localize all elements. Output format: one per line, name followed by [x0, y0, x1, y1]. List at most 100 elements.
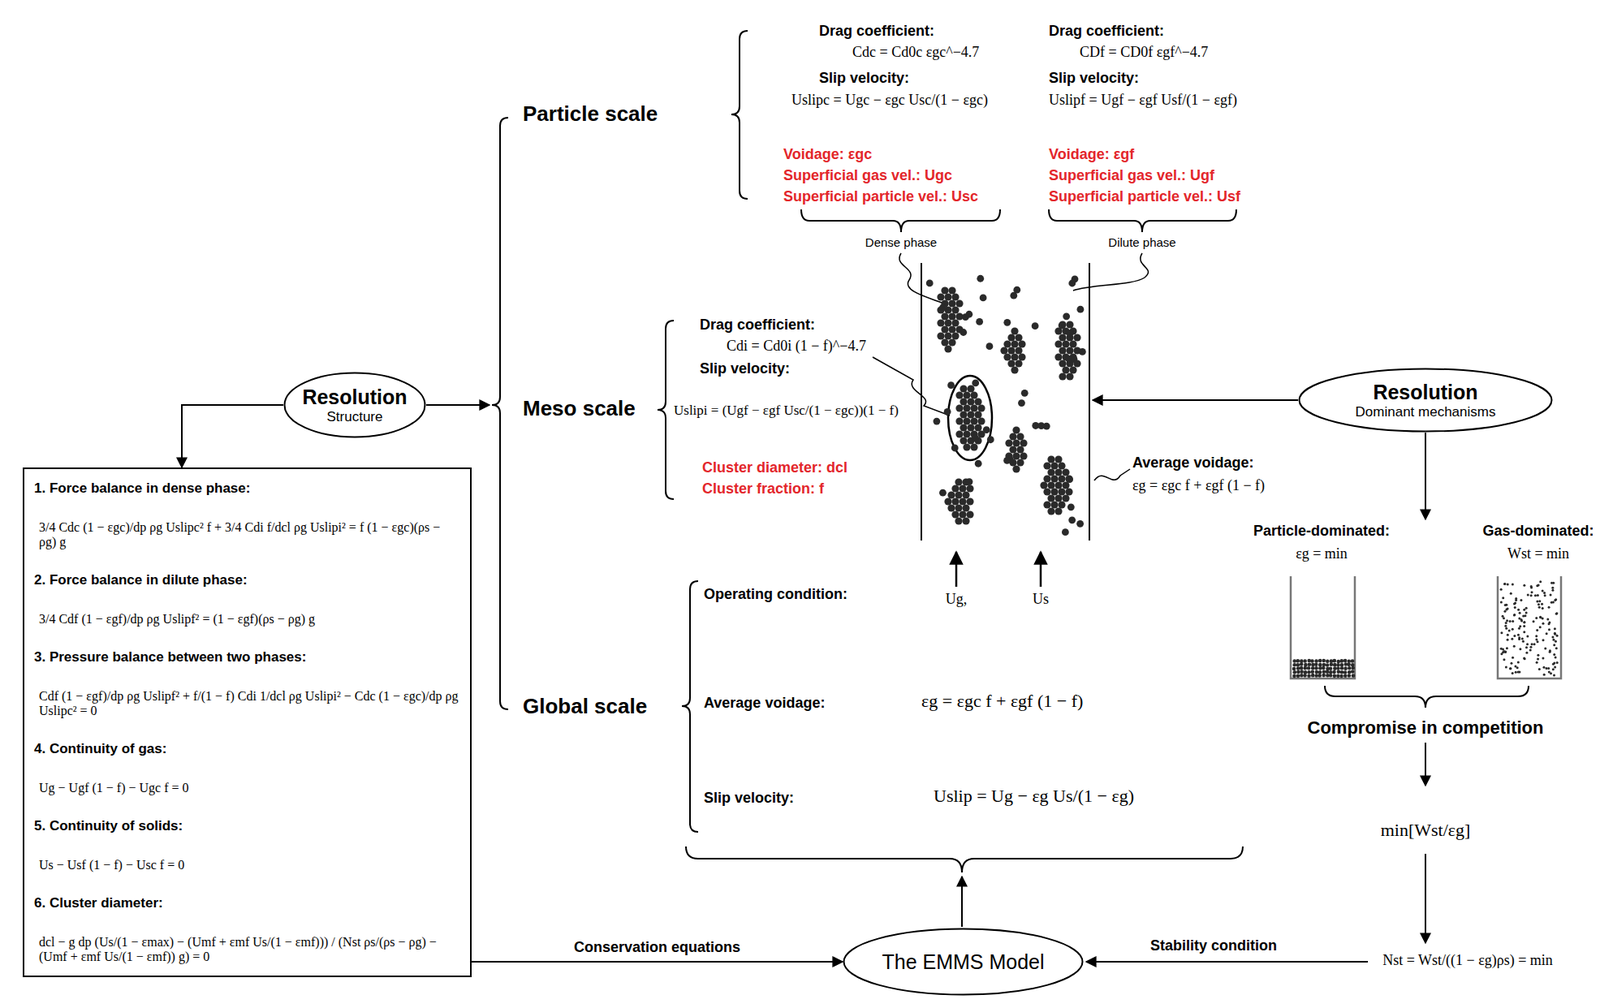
particle: [1555, 612, 1558, 616]
particle: [1552, 582, 1555, 585]
particle: [1513, 614, 1516, 617]
particle: [1539, 616, 1542, 619]
particle: [1502, 658, 1506, 661]
particle: [959, 328, 967, 337]
particle: [951, 306, 959, 314]
particle: [955, 430, 963, 438]
particle: [974, 423, 982, 432]
particle: [1530, 590, 1534, 594]
particle: [1019, 439, 1027, 447]
particle: [1343, 659, 1348, 664]
resolution-ellipse: ResolutionDominant mechanisms: [1298, 367, 1553, 433]
particle: [1302, 666, 1307, 671]
particle: [1510, 638, 1514, 641]
particle: [1336, 659, 1341, 665]
particle: [1061, 528, 1070, 536]
particle: [977, 404, 985, 412]
particle: [951, 293, 959, 301]
particle: [1043, 461, 1051, 470]
particle: [961, 517, 970, 525]
particle: [1014, 333, 1023, 341]
particle: [1529, 648, 1532, 652]
equation-heading: 6. Cluster diameter:: [34, 895, 461, 912]
particle: [1514, 597, 1518, 600]
arrow-line: [1092, 399, 1299, 402]
particle: [974, 460, 983, 468]
equation-box: 1. Force balance in dense phase:3/4 Cdc …: [22, 467, 472, 978]
particle: [959, 384, 967, 393]
particle: [1311, 673, 1316, 678]
particle: [1054, 507, 1062, 515]
particle: [1500, 652, 1503, 656]
particle: [944, 345, 952, 353]
particle: [966, 478, 974, 486]
particle: [1054, 455, 1062, 463]
particle: [959, 410, 967, 419]
particle: [1047, 455, 1055, 463]
particle: [1043, 500, 1051, 509]
particle: [1321, 659, 1326, 664]
particle: [1523, 614, 1527, 617]
meso-brace: [657, 320, 674, 500]
particle: [1535, 599, 1539, 603]
particle: [1546, 618, 1549, 622]
equation: Uslip = Ug − εg Us/(1 − εg): [933, 785, 1135, 807]
particle: [958, 484, 967, 492]
particle: [1526, 593, 1530, 596]
particle: [947, 504, 955, 512]
particle: [1536, 640, 1540, 643]
particle: [1535, 661, 1539, 665]
particle: [1503, 610, 1506, 613]
particle: [1066, 329, 1074, 337]
particle: [1537, 603, 1540, 606]
particle: [1547, 667, 1550, 670]
particle: [944, 408, 952, 416]
particle: [1010, 353, 1018, 361]
term-label: Slip velocity:: [819, 69, 910, 87]
particle: [1043, 487, 1051, 496]
particle: [1530, 594, 1533, 597]
particle: [1539, 616, 1542, 619]
particle: [1522, 584, 1526, 587]
particle: [948, 299, 956, 307]
particle: [1061, 340, 1070, 348]
vessel-outline: [1497, 576, 1562, 679]
scale-label: Meso scale: [522, 396, 636, 422]
particle: [1302, 673, 1307, 678]
particle: [1505, 627, 1508, 630]
particle: [1500, 600, 1503, 604]
particle: [1340, 663, 1345, 668]
particle: [1556, 661, 1559, 665]
particle: [1047, 507, 1055, 515]
particle: [1517, 633, 1520, 637]
particle: [1543, 594, 1547, 597]
particle: [1530, 642, 1534, 646]
particle: [966, 384, 975, 393]
particle: [1016, 445, 1024, 453]
particle: [966, 510, 974, 518]
particle: [976, 275, 984, 283]
variable-label: Cluster diameter: dcl: [702, 459, 848, 477]
particle: [948, 312, 956, 320]
term-label: Slip velocity:: [1048, 69, 1139, 87]
particle: [1343, 666, 1348, 671]
particle: [959, 436, 967, 445]
particle: [970, 417, 978, 425]
particle: [1508, 629, 1511, 633]
particle: [1541, 657, 1544, 660]
particle: [1518, 617, 1521, 621]
particle: [1513, 634, 1516, 638]
phase-label: Dense phase: [865, 235, 937, 250]
particle: [1346, 659, 1351, 664]
particle: [1553, 666, 1557, 669]
particle: [1521, 637, 1524, 640]
particle: [1012, 439, 1020, 447]
particle: [1050, 474, 1058, 483]
particle: [1509, 662, 1513, 665]
particle: [1054, 340, 1062, 348]
particle: [1058, 372, 1066, 380]
particle: [1505, 666, 1508, 669]
global-brace: [681, 581, 699, 833]
particle: [1050, 461, 1058, 470]
particle: [1540, 603, 1544, 606]
